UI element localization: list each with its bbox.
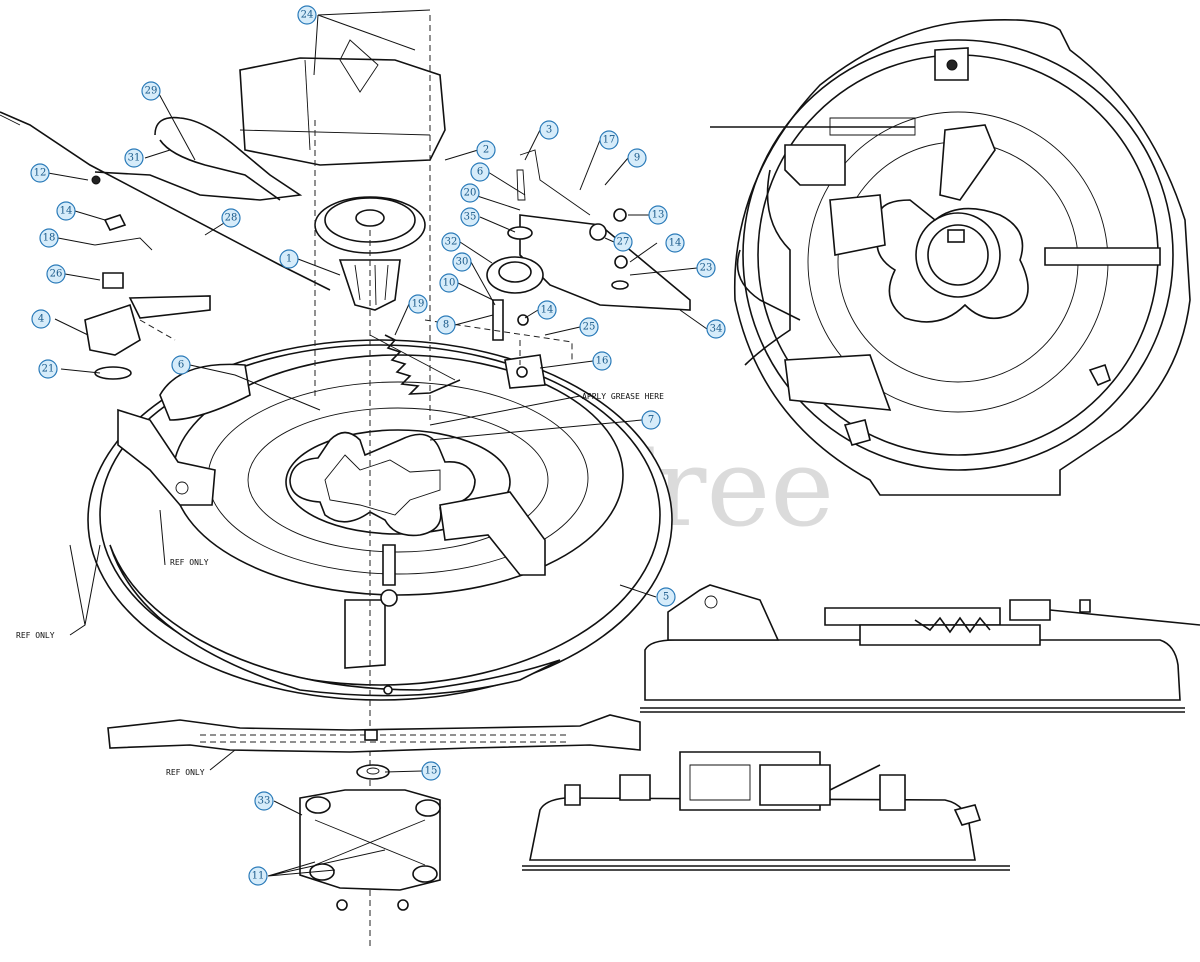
tension-spring [369, 334, 461, 395]
svg-text:3: 3 [546, 125, 552, 136]
callout-17: 17 [599, 130, 619, 150]
callout-16: 16 [592, 351, 612, 371]
svg-text:34: 34 [710, 324, 723, 335]
svg-text:12: 12 [34, 168, 47, 179]
svg-text:1: 1 [286, 254, 292, 265]
callout-5: 5 [656, 587, 676, 607]
svg-text:17: 17 [603, 135, 616, 146]
svg-text:33: 33 [258, 796, 271, 807]
svg-text:7: 7 [648, 415, 654, 426]
svg-text:20: 20 [464, 188, 477, 199]
svg-text:2: 2 [483, 145, 489, 156]
callout-29: 29 [141, 81, 161, 101]
washer-15 [356, 764, 390, 780]
callout-3: 3 [539, 120, 559, 140]
callout-31: 31 [124, 148, 144, 168]
callout-24: 24 [297, 5, 317, 25]
callout-15: 15 [421, 761, 441, 781]
callout-26: 26 [46, 264, 66, 284]
note-apply-grease: APPLY GREASE HERE [582, 392, 664, 401]
deck-side-view-2 [522, 751, 1010, 871]
svg-text:14: 14 [60, 206, 73, 217]
left-bracket-4 [84, 175, 211, 380]
svg-text:29: 29 [145, 86, 158, 97]
callout-2: 2 [476, 140, 496, 160]
callout-11: 11 [248, 866, 268, 886]
notes: APPLY GREASE HERE REF ONLY REF ONLY REF … [16, 392, 664, 777]
note-ref-only-2: REF ONLY [16, 631, 55, 640]
callout-8: 8 [436, 315, 456, 335]
idler-bracket-group [486, 149, 691, 389]
svg-text:4: 4 [38, 314, 44, 325]
svg-text:28: 28 [225, 213, 238, 224]
idler-arm-rod [0, 111, 331, 291]
svg-text:15: 15 [425, 766, 438, 777]
callout-1: 1 [279, 249, 299, 269]
callout-13: 13 [648, 205, 668, 225]
callout-7: 7 [641, 410, 661, 430]
svg-text:13: 13 [652, 210, 665, 221]
note-ref-only-1: REF ONLY [170, 558, 209, 567]
callout-14-right: 14 [665, 233, 685, 253]
mower-deck [87, 339, 673, 701]
note-ref-only-3: REF ONLY [166, 768, 205, 777]
callout-18: 18 [39, 228, 59, 248]
svg-text:14: 14 [541, 305, 554, 316]
svg-text:32: 32 [445, 237, 458, 248]
svg-text:14: 14 [669, 238, 682, 249]
svg-text:27: 27 [617, 237, 630, 248]
svg-text:31: 31 [128, 153, 141, 164]
callout-4: 4 [31, 309, 51, 329]
svg-text:5: 5 [663, 592, 669, 603]
callout-10: 10 [439, 273, 459, 293]
belt-cover [239, 39, 446, 166]
callout-34: 34 [706, 319, 726, 339]
callout-20: 20 [460, 183, 480, 203]
callout-21: 21 [38, 359, 58, 379]
svg-text:24: 24 [301, 10, 314, 21]
callout-27: 27 [613, 232, 633, 252]
callout-6-lower: 6 [171, 355, 191, 375]
callout-28: 28 [221, 208, 241, 228]
callout-32: 32 [441, 232, 461, 252]
deck-top-view [710, 19, 1191, 496]
callout-35: 35 [460, 207, 480, 227]
leader-lines [47, 9, 708, 877]
svg-text:6: 6 [178, 360, 184, 371]
callout-19: 19 [408, 294, 428, 314]
deck-side-view-1 [640, 584, 1200, 713]
blade [107, 714, 641, 753]
svg-text:19: 19 [412, 299, 425, 310]
svg-text:16: 16 [596, 356, 609, 367]
callout-14: 14 [56, 201, 76, 221]
callout-30: 30 [452, 252, 472, 272]
svg-text:26: 26 [50, 269, 63, 280]
svg-text:8: 8 [443, 320, 449, 331]
callout-14-lower: 14 [537, 300, 557, 320]
callout-33: 33 [254, 791, 274, 811]
svg-text:23: 23 [700, 263, 713, 274]
svg-text:21: 21 [42, 364, 55, 375]
svg-text:10: 10 [443, 278, 456, 289]
callout-12: 12 [30, 163, 50, 183]
svg-text:35: 35 [464, 212, 477, 223]
callout-9: 9 [627, 148, 647, 168]
callout-25: 25 [579, 317, 599, 337]
callout-6: 6 [470, 162, 490, 182]
svg-text:6: 6 [477, 167, 483, 178]
svg-text:18: 18 [43, 233, 56, 244]
svg-text:11: 11 [252, 871, 265, 882]
svg-text:30: 30 [456, 257, 469, 268]
callout-23: 23 [696, 258, 716, 278]
svg-text:9: 9 [634, 153, 640, 164]
svg-text:25: 25 [583, 322, 596, 333]
